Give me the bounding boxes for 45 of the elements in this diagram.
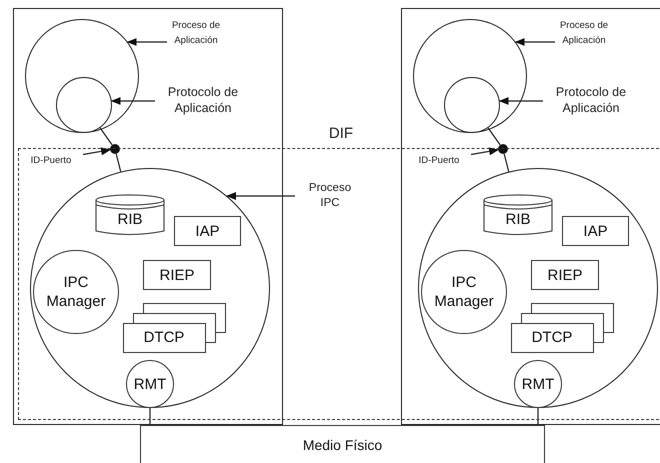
node-label: RIB (116, 210, 144, 230)
module-box (562, 216, 629, 246)
leader-arrow (498, 97, 543, 105)
node-label: DTCP (142, 328, 186, 348)
callout-label: Protocolo de Aplicación (546, 84, 636, 118)
connector-line (488, 128, 501, 146)
connector-line (537, 408, 539, 425)
connector-line (100, 128, 113, 146)
callout-label: Protocolo de Aplicación (158, 84, 248, 118)
stacked-boxes (511, 303, 614, 353)
callout-label: Proceso IPC (298, 181, 362, 211)
node-label: IAP (194, 222, 221, 242)
node-label: RIB (504, 210, 532, 230)
callout-label: Proceso de Aplicación (558, 18, 610, 66)
callout-label: ID-Puerto (22, 153, 80, 167)
node-label: IPC Manager (45, 273, 107, 312)
stacked-boxes (123, 303, 226, 353)
callout-label: ID-Puerto (410, 153, 468, 167)
node-label: IAP (582, 222, 609, 242)
system-box (401, 8, 660, 425)
node-label: IPC Manager (433, 273, 495, 312)
node-label: RIEP (546, 266, 584, 286)
leader-arrow (470, 147, 500, 156)
node-label: RMT (132, 374, 168, 394)
node-label: DIF (328, 124, 354, 144)
leader-arrow (126, 38, 167, 46)
module-box (531, 260, 599, 290)
module-box (143, 260, 211, 290)
connector-line (504, 154, 510, 172)
leader-arrow (514, 38, 555, 46)
node-label: RMT (520, 374, 556, 394)
database-cylinder (95, 193, 165, 237)
database-cylinder (483, 193, 553, 237)
node-label: RIEP (158, 266, 196, 286)
module-box (174, 216, 241, 246)
node-label: DTCP (530, 328, 574, 348)
system-box (13, 8, 283, 425)
physical-medium-box (140, 425, 545, 463)
leader-arrow (110, 97, 155, 105)
callout-label: Proceso de Aplicación (170, 18, 222, 66)
connector-line (116, 154, 122, 172)
leader-arrow (226, 192, 295, 200)
connector-line (149, 408, 151, 425)
node-label: Medio Físico (302, 436, 384, 454)
leader-arrow (82, 147, 112, 156)
